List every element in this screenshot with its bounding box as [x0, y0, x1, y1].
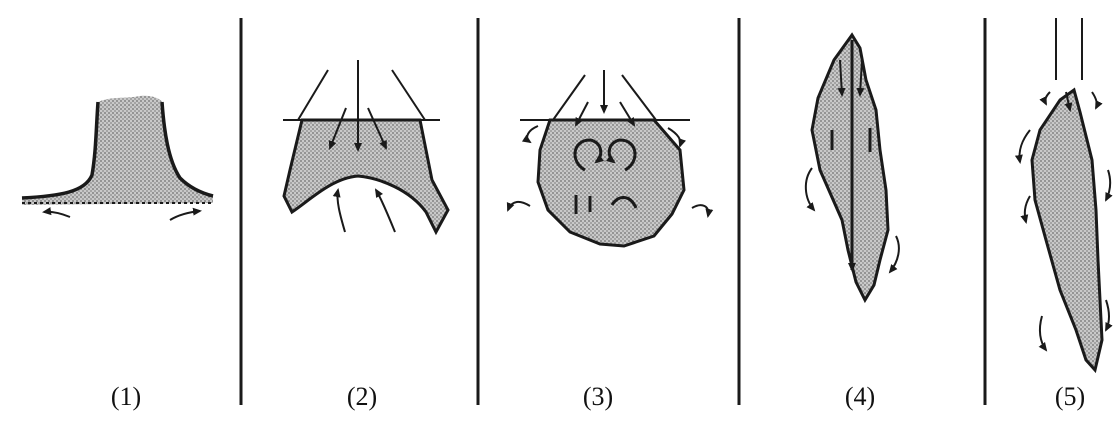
- panel-label-1: (1): [86, 380, 166, 414]
- panel-2-figure: [283, 60, 448, 232]
- panel-4-figure: [806, 35, 899, 300]
- panel-3-figure: [508, 70, 708, 246]
- panel-label-2: (2): [322, 380, 402, 414]
- panel-label-5: (5): [1030, 380, 1110, 414]
- panel-label-4: (4): [820, 380, 900, 414]
- panel-5-figure: [1019, 18, 1110, 370]
- panel-1-figure: [22, 96, 213, 220]
- panel-label-3: (3): [558, 380, 638, 414]
